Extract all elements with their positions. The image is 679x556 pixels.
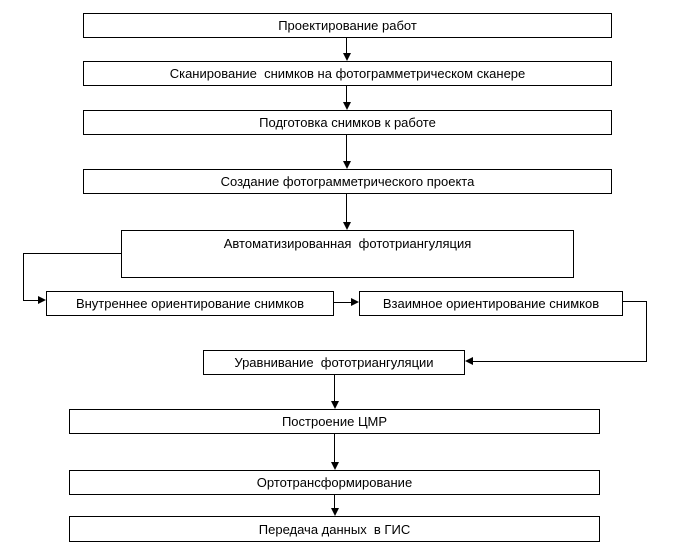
connector-right-vertical xyxy=(646,301,647,362)
flowchart-box-triangulation-adjustment: Уравнивание фототриангуляции xyxy=(203,350,465,375)
connector-line-3-4 xyxy=(346,135,347,161)
box-label-create-project: Создание фотограмметрического проекта xyxy=(220,174,475,189)
arrowhead-right-into-interior xyxy=(38,296,46,304)
connector-line-2-3 xyxy=(346,86,347,102)
connector-line-1-2 xyxy=(346,38,347,53)
box-label-dem-building: Построение ЦМР xyxy=(281,414,388,429)
flowchart-box-project-design: Проектирование работ xyxy=(83,13,612,38)
box-label-auto-triangulation: Автоматизированная фототриангуляция xyxy=(223,236,472,251)
box-label-triangulation-adjustment: Уравнивание фототриангуляции xyxy=(234,355,434,370)
connector-left-horizontal-bottom xyxy=(23,300,38,301)
flowchart-box-scanning: Сканирование снимков на фотограмметричес… xyxy=(83,61,612,86)
connector-line-4-5 xyxy=(346,194,347,222)
arrowhead-down-10-11 xyxy=(331,508,339,516)
flowchart-box-image-preparation: Подготовка снимков к работе xyxy=(83,110,612,135)
box-label-project-design: Проектирование работ xyxy=(278,18,417,33)
flowchart-box-auto-triangulation: Автоматизированная фототриангуляция xyxy=(121,230,574,278)
arrowhead-left-into-adjustment xyxy=(465,357,473,365)
box-label-orthotransformation: Ортотрансформирование xyxy=(256,475,413,490)
arrowhead-down-1-2 xyxy=(343,53,351,61)
flowchart-box-gis-data-transfer: Передача данных в ГИС xyxy=(69,516,600,542)
connector-right-horizontal-top xyxy=(623,301,647,302)
box-label-scanning: Сканирование снимков на фотограмметричес… xyxy=(169,66,526,81)
connector-left-horizontal-top xyxy=(23,253,121,254)
arrowhead-down-8-9 xyxy=(331,401,339,409)
connector-left-vertical xyxy=(23,253,24,301)
flowchart-box-dem-building: Построение ЦМР xyxy=(69,409,600,434)
box-label-gis-data-transfer: Передача данных в ГИС xyxy=(258,521,411,537)
flowchart-box-create-project: Создание фотограмметрического проекта xyxy=(83,169,612,194)
arrowhead-down-9-10 xyxy=(331,462,339,470)
arrowhead-down-4-5 xyxy=(343,222,351,230)
flowchart-box-relative-orientation: Взаимное ориентирование снимков xyxy=(359,291,623,316)
connector-line-10-11 xyxy=(334,495,335,508)
box-label-image-preparation: Подготовка снимков к работе xyxy=(259,115,436,130)
box-label-interior-orientation: Внутреннее ориентирование снимков xyxy=(75,296,305,311)
connector-line-9-10 xyxy=(334,434,335,462)
flowchart-box-orthotransformation: Ортотрансформирование xyxy=(69,470,600,495)
arrowhead-right-6-7 xyxy=(351,298,359,306)
arrowhead-down-2-3 xyxy=(343,102,351,110)
connector-line-8-9 xyxy=(334,375,335,401)
connector-right-horizontal-bottom xyxy=(473,361,647,362)
flowchart-box-interior-orientation: Внутреннее ориентирование снимков xyxy=(46,291,334,316)
box-label-relative-orientation: Взаимное ориентирование снимков xyxy=(382,296,600,311)
connector-line-6-7 xyxy=(334,302,351,303)
arrowhead-down-3-4 xyxy=(343,161,351,169)
